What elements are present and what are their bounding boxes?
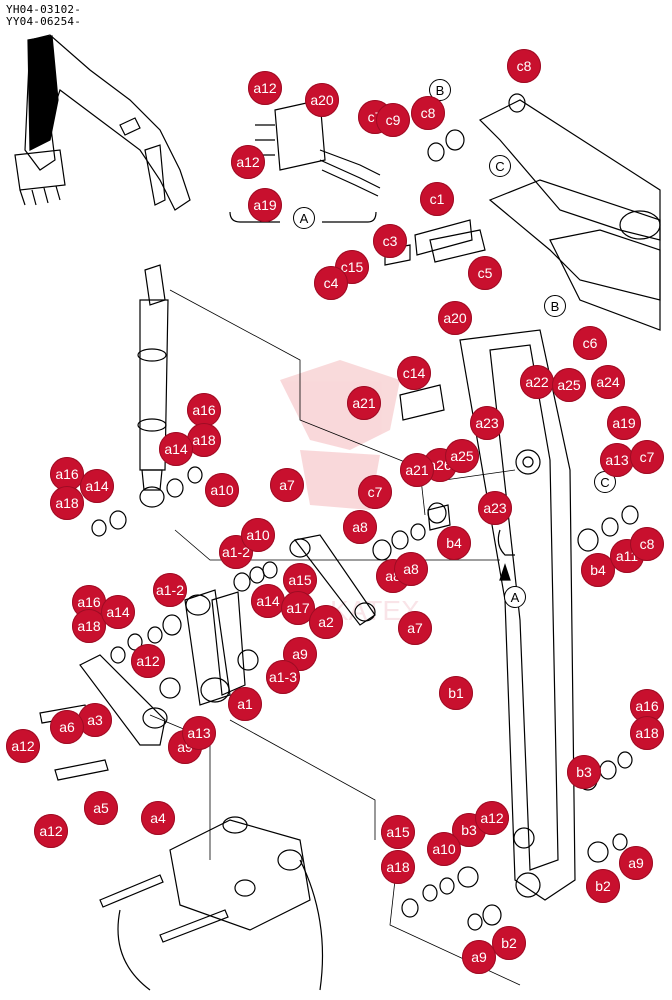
callout-a10[interactable]: a10 bbox=[241, 518, 275, 552]
callout-b2[interactable]: b2 bbox=[492, 926, 526, 960]
callout-a1-2[interactable]: a1-2 bbox=[153, 573, 187, 607]
callout-c5[interactable]: c5 bbox=[468, 256, 502, 290]
callout-b2[interactable]: b2 bbox=[586, 869, 620, 903]
callout-c8[interactable]: c8 bbox=[411, 96, 445, 130]
callout-a19[interactable]: a19 bbox=[248, 188, 282, 222]
marker-A-mid: A bbox=[504, 586, 526, 608]
callout-a2[interactable]: a2 bbox=[309, 605, 343, 639]
marker-B-top: B bbox=[429, 79, 451, 101]
callout-a16[interactable]: a16 bbox=[187, 393, 221, 427]
callout-a14[interactable]: a14 bbox=[101, 595, 135, 629]
callout-a23[interactable]: a23 bbox=[478, 491, 512, 525]
callout-b4[interactable]: b4 bbox=[437, 526, 471, 560]
callout-a25[interactable]: a25 bbox=[552, 368, 586, 402]
callout-c8[interactable]: c8 bbox=[630, 527, 664, 561]
serial-range-line-1: YH04-03102- bbox=[6, 3, 82, 16]
callout-a18[interactable]: a18 bbox=[381, 850, 415, 884]
bucket-bracket bbox=[117, 816, 324, 991]
callout-a13[interactable]: a13 bbox=[600, 443, 634, 477]
callout-a16[interactable]: a16 bbox=[50, 457, 84, 491]
callout-a12[interactable]: a12 bbox=[248, 71, 282, 105]
callout-c4[interactable]: c4 bbox=[314, 266, 348, 300]
callout-a9[interactable]: a9 bbox=[283, 637, 317, 671]
washers bbox=[91, 93, 639, 931]
main-boom bbox=[429, 99, 661, 331]
marker-C-top: C bbox=[489, 155, 511, 177]
callout-a12[interactable]: a12 bbox=[231, 145, 265, 179]
callout-a12[interactable]: a12 bbox=[34, 814, 68, 848]
callout-a18[interactable]: a18 bbox=[72, 609, 106, 643]
callout-a1[interactable]: a1 bbox=[228, 687, 262, 721]
callout-b1[interactable]: b1 bbox=[439, 676, 473, 710]
callout-a23[interactable]: a23 bbox=[470, 406, 504, 440]
callout-a18[interactable]: a18 bbox=[50, 486, 84, 520]
callout-c8[interactable]: c8 bbox=[507, 49, 541, 83]
callout-c7[interactable]: c7 bbox=[358, 475, 392, 509]
callout-a25[interactable]: a25 bbox=[445, 439, 479, 473]
callout-a7[interactable]: a7 bbox=[398, 611, 432, 645]
callout-a6[interactable]: a6 bbox=[50, 710, 84, 744]
callout-a10[interactable]: a10 bbox=[427, 832, 461, 866]
callout-a21[interactable]: a21 bbox=[400, 453, 434, 487]
callout-a3[interactable]: a3 bbox=[78, 703, 112, 737]
marker-B-mid: B bbox=[544, 295, 566, 317]
callout-a10[interactable]: a10 bbox=[205, 473, 239, 507]
callout-a8[interactable]: a8 bbox=[394, 552, 428, 586]
callout-c1[interactable]: c1 bbox=[420, 182, 454, 216]
callout-a21[interactable]: a21 bbox=[347, 386, 381, 420]
callout-a13[interactable]: a13 bbox=[182, 716, 216, 750]
bucket-cylinder bbox=[137, 264, 169, 508]
marker-A-top: A bbox=[293, 207, 315, 229]
callout-a14[interactable]: a14 bbox=[251, 584, 285, 618]
callout-a4[interactable]: a4 bbox=[141, 801, 175, 835]
callout-a19[interactable]: a19 bbox=[607, 406, 641, 440]
callout-a14[interactable]: a14 bbox=[80, 469, 114, 503]
callout-a9[interactable]: a9 bbox=[619, 846, 653, 880]
callout-b3[interactable]: b3 bbox=[567, 755, 601, 789]
callout-c7[interactable]: c7 bbox=[630, 440, 664, 474]
callout-a12[interactable]: a12 bbox=[475, 801, 509, 835]
callout-a18[interactable]: a18 bbox=[187, 423, 221, 457]
callout-a14[interactable]: a14 bbox=[159, 432, 193, 466]
callout-a8[interactable]: a8 bbox=[343, 510, 377, 544]
callout-c14[interactable]: c14 bbox=[397, 356, 431, 390]
serial-range-line-2: YY04-06254- bbox=[6, 15, 82, 28]
thumbnail-excavator bbox=[14, 34, 191, 211]
callout-c9[interactable]: c9 bbox=[376, 103, 410, 137]
callout-a7[interactable]: a7 bbox=[270, 468, 304, 502]
callout-b4[interactable]: b4 bbox=[581, 553, 615, 587]
callout-a12[interactable]: a12 bbox=[131, 644, 165, 678]
callout-a15[interactable]: a15 bbox=[381, 815, 415, 849]
callout-a20[interactable]: a20 bbox=[438, 301, 472, 335]
callout-a12[interactable]: a12 bbox=[6, 729, 40, 763]
callout-a22[interactable]: a22 bbox=[520, 365, 554, 399]
callout-a15[interactable]: a15 bbox=[283, 563, 317, 597]
callout-a1-3[interactable]: a1-3 bbox=[266, 660, 300, 694]
arm-assembly bbox=[459, 329, 576, 901]
callout-a5[interactable]: a5 bbox=[84, 791, 118, 825]
callout-a9[interactable]: a9 bbox=[462, 940, 496, 974]
callout-a24[interactable]: a24 bbox=[591, 365, 625, 399]
callout-a18[interactable]: a18 bbox=[630, 716, 664, 750]
callout-c6[interactable]: c6 bbox=[573, 326, 607, 360]
callout-a20[interactable]: a20 bbox=[305, 83, 339, 117]
callout-c3[interactable]: c3 bbox=[373, 224, 407, 258]
